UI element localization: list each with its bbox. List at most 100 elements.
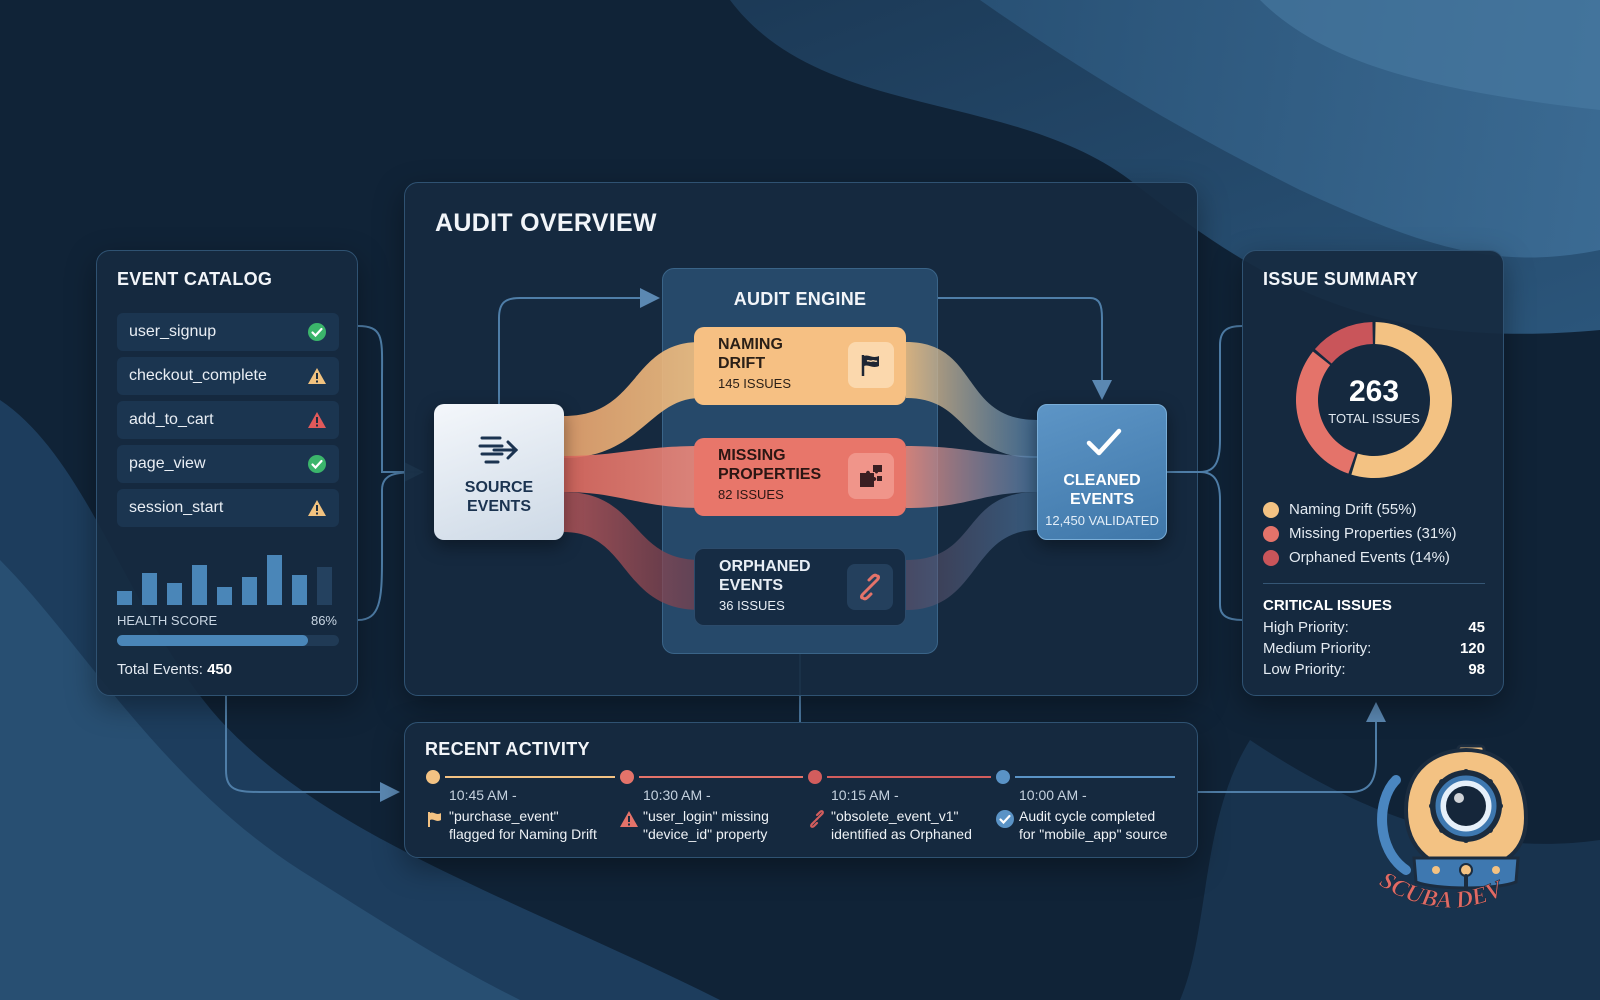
activity-text-line1: Audit cycle completed xyxy=(1019,808,1156,824)
issue-summary-title: ISSUE SUMMARY xyxy=(1263,269,1419,289)
event-row-page-view[interactable]: page_view xyxy=(117,445,339,483)
critical-value: 45 xyxy=(1468,619,1485,636)
activity-time: 10:30 AM - xyxy=(643,787,711,803)
naming-drift-line2: DRIFT xyxy=(718,355,766,372)
audit-engine-title: AUDIT ENGINE xyxy=(733,289,867,309)
donut-slice-2 xyxy=(1314,322,1373,364)
timeline-node xyxy=(996,770,1010,784)
event-name: checkout_complete xyxy=(129,367,267,384)
issue-summary-panel: ISSUE SUMMARY 263 TOTAL ISSUES Naming Dr… xyxy=(1242,250,1504,696)
warning-icon xyxy=(307,366,327,386)
activity-text: Audit cycle completed for "mobile_app" so… xyxy=(1019,807,1167,843)
activity-text-line2: flagged for Naming Drift xyxy=(449,826,597,842)
cleaned-events-line1: CLEANED xyxy=(1063,472,1141,489)
recent-activity-panel: RECENT ACTIVITY 10:45 AM - "purchase_even… xyxy=(404,722,1198,858)
summary-divider xyxy=(1263,583,1485,584)
legend-dot xyxy=(1263,501,1279,518)
volume-bar xyxy=(217,587,232,605)
missing-properties-title: MISSING PROPERTIES xyxy=(718,446,894,484)
health-score-fill xyxy=(117,635,308,646)
activity-time: 10:00 AM - xyxy=(1019,787,1087,803)
check-circle-icon xyxy=(307,454,327,474)
event-name: user_signup xyxy=(129,323,217,340)
audit-overview-title: AUDIT OVERVIEW xyxy=(435,209,657,237)
recent-activity-title: RECENT ACTIVITY xyxy=(425,739,590,759)
critical-label: Low Priority: xyxy=(1263,661,1346,678)
legend-dot xyxy=(1263,525,1279,542)
volume-bar xyxy=(267,555,282,605)
stream-arrow-icon xyxy=(478,436,519,464)
activity-time: 10:45 AM - xyxy=(449,787,517,803)
alert-icon xyxy=(307,410,327,430)
volume-bar xyxy=(242,577,257,605)
volume-bar xyxy=(192,565,207,605)
checkmark-icon xyxy=(1086,428,1122,456)
legend-item: Naming Drift (55%) xyxy=(1263,501,1417,518)
volume-bar xyxy=(142,573,157,605)
total-issues-label: TOTAL ISSUES xyxy=(1328,411,1420,426)
orphaned-events-box[interactable]: ORPHANED EVENTS 36 ISSUES xyxy=(694,548,906,626)
event-row-session-start[interactable]: session_start xyxy=(117,489,339,527)
source-events-line1: SOURCE xyxy=(464,479,534,496)
event-row-add-to-cart[interactable]: add_to_cart xyxy=(117,401,339,439)
naming-drift-title: NAMING DRIFT xyxy=(718,335,894,373)
donut-slice-0 xyxy=(1351,322,1452,478)
legend-dot xyxy=(1263,549,1279,566)
puzzle-icon xyxy=(848,453,894,499)
critical-row: Medium Priority:120 xyxy=(1263,640,1485,657)
event-name: session_start xyxy=(129,499,224,516)
check-circle-icon xyxy=(307,322,327,342)
activity-text-line2: identified as Orphaned xyxy=(831,826,972,842)
flag-icon xyxy=(425,809,445,829)
event-catalog-panel: EVENT CATALOG user_signup checkout_comple… xyxy=(96,250,358,696)
activity-text: "obsolete_event_v1"identified as Orphane… xyxy=(831,807,972,843)
critical-label: High Priority: xyxy=(1263,619,1349,636)
event-row-user-signup[interactable]: user_signup xyxy=(117,313,339,351)
activity-time: 10:15 AM - xyxy=(831,787,899,803)
activity-text-line1: "user_login" missing xyxy=(643,808,769,824)
broken-link-icon xyxy=(847,564,893,610)
legend-label: Naming Drift (55%) xyxy=(1289,501,1417,518)
source-events-line2: EVENTS xyxy=(466,498,531,515)
flag-icon xyxy=(848,342,894,388)
activity-text-line2: for "mobile_app" source xyxy=(1019,826,1168,842)
naming-drift-box[interactable]: NAMING DRIFT 145 ISSUES xyxy=(694,327,906,405)
volume-bar xyxy=(167,583,182,605)
missing-properties-count: 82 ISSUES xyxy=(718,487,784,502)
legend-label: Missing Properties (31%) xyxy=(1289,525,1457,542)
cleaned-events-node[interactable]: CLEANED EVENTS 12,450 VALIDATED xyxy=(1037,404,1167,540)
total-events-label: Total Events: xyxy=(117,661,203,678)
event-row-checkout-complete[interactable]: checkout_complete xyxy=(117,357,339,395)
activity-text: "user_login" missing"device_id" property xyxy=(643,807,769,843)
timeline-node xyxy=(620,770,634,784)
legend-item: Orphaned Events (14%) xyxy=(1263,549,1450,566)
event-name: page_view xyxy=(129,455,206,472)
event-name: add_to_cart xyxy=(129,411,214,428)
critical-row: High Priority: 45 xyxy=(1263,619,1485,636)
source-events-node[interactable]: SOURCE EVENTS xyxy=(434,404,564,540)
orphaned-events-count: 36 ISSUES xyxy=(719,598,785,613)
total-issues-value: 263 xyxy=(1348,375,1400,408)
timeline-node xyxy=(426,770,440,784)
warning-icon xyxy=(307,498,327,518)
activity-timeline xyxy=(426,770,1175,784)
naming-drift-count: 145 ISSUES xyxy=(718,376,791,391)
critical-value: 98 xyxy=(1468,661,1485,678)
activity-text: "purchase_event"flagged for Naming Drift xyxy=(449,807,597,843)
cleaned-events-label: CLEANED EVENTS xyxy=(1038,471,1166,509)
total-events-value: 450 xyxy=(207,661,233,678)
legend-item: Missing Properties (31%) xyxy=(1263,525,1457,542)
health-score-value: 86% xyxy=(310,613,337,628)
volume-bar xyxy=(292,575,307,605)
health-score-bar xyxy=(117,635,339,646)
cleaned-events-line2: EVENTS xyxy=(1069,491,1134,508)
event-catalog-title: EVENT CATALOG xyxy=(117,269,273,289)
legend-label: Orphaned Events (14%) xyxy=(1289,549,1450,566)
event-volume-bars xyxy=(117,555,332,605)
naming-drift-line1: NAMING xyxy=(718,336,783,353)
missing-properties-box[interactable]: MISSING PROPERTIES 82 ISSUES xyxy=(694,438,906,516)
orphaned-events-line1: ORPHANED xyxy=(719,558,811,575)
missing-properties-line2: PROPERTIES xyxy=(718,466,822,483)
scuba-dev-logo: SCUBA DEV xyxy=(1375,744,1529,914)
cleaned-events-validated: 12,450 VALIDATED xyxy=(1045,513,1159,528)
